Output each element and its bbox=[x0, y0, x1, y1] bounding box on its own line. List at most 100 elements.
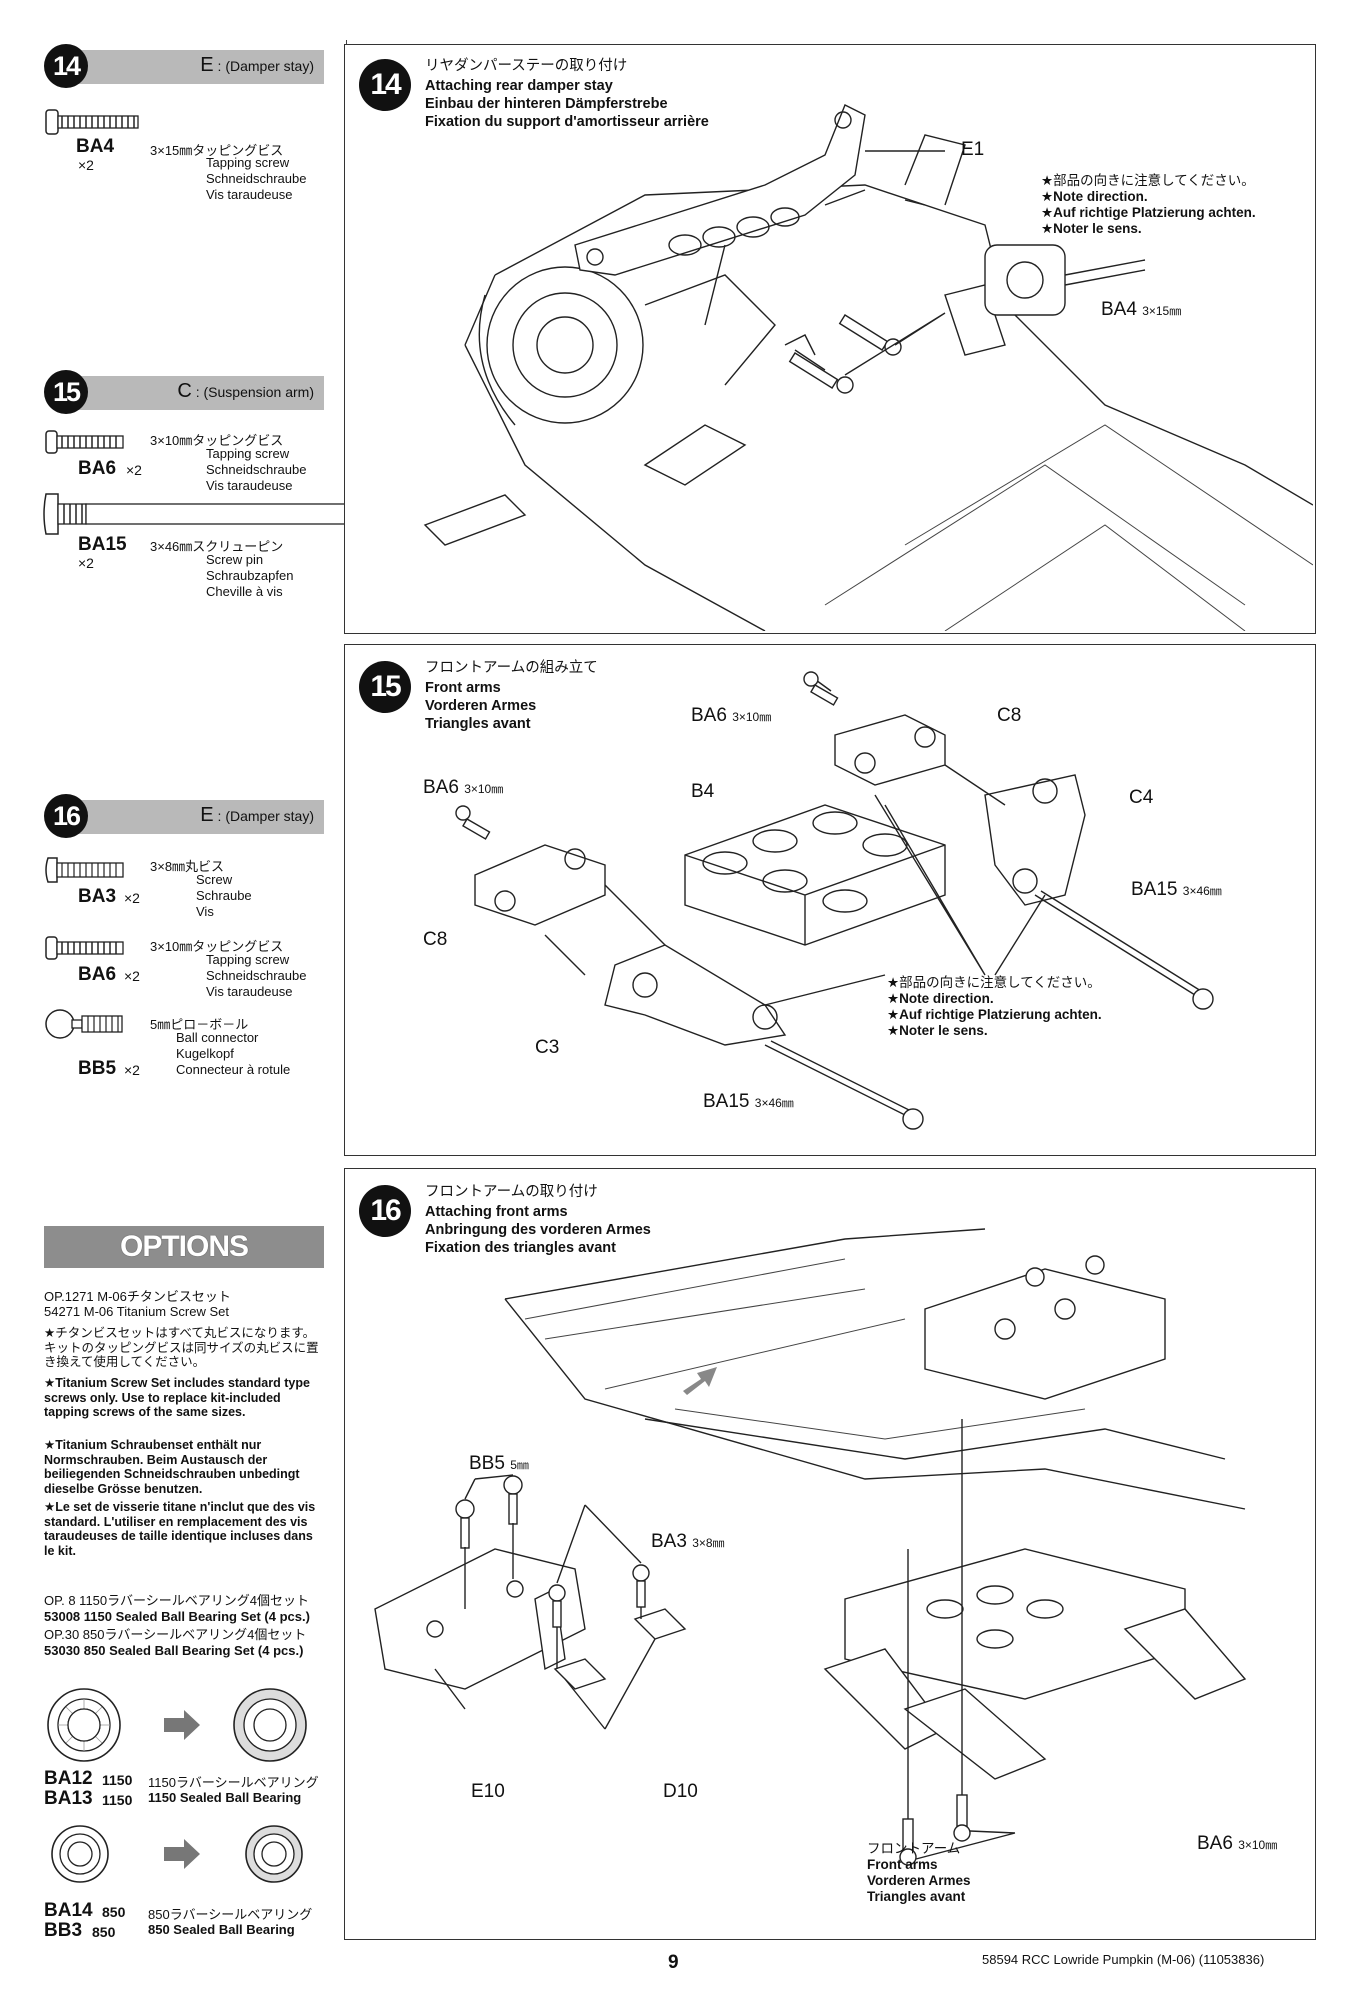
part-name-de: Schneidschraube bbox=[206, 968, 307, 983]
tapping-screw-icon bbox=[45, 109, 139, 135]
front-arms-label-en: Front arms bbox=[867, 1857, 938, 1872]
direction-note-fr: ★Noter le sens. bbox=[1041, 221, 1142, 236]
part-code: BB5 bbox=[78, 1058, 117, 1079]
step-15-panel: 15 フロントアームの組み立て Front arms Vorderen Arme… bbox=[344, 644, 1316, 1156]
part-qty: ×2 bbox=[124, 1062, 140, 1078]
label-code: BA6 bbox=[423, 777, 459, 798]
option-item-title: OP.1271 M-06チタンビスセット bbox=[44, 1289, 231, 1304]
part-name-de: Schraube bbox=[196, 888, 252, 903]
label-d10: D10 bbox=[663, 1781, 698, 1802]
part-name-jp: 3×46㎜スクリューピン bbox=[150, 539, 284, 554]
direction-note-de: ★Auf richtige Platzierung achten. bbox=[887, 1007, 1102, 1022]
step-14-panel: 14 リヤダンパーステーの取り付け Attaching rear damper … bbox=[344, 44, 1316, 634]
direction-note-jp: ★部品の向きに注意してください。 bbox=[1041, 173, 1255, 188]
bearing-size: 1150 bbox=[102, 1792, 133, 1808]
option-item-subtitle: 53008 1150 Sealed Ball Bearing Set (4 pc… bbox=[44, 1609, 310, 1624]
step-badge: 16 bbox=[359, 1185, 411, 1237]
label-size: 3×46㎜ bbox=[1182, 884, 1222, 898]
label-bb5: BB5 5㎜ bbox=[469, 1453, 529, 1475]
label-c8-top: C8 bbox=[997, 705, 1022, 726]
part-name-jp: 3×8㎜丸ビス bbox=[150, 859, 225, 874]
callout-ba4-size: 3×15㎜ bbox=[1142, 304, 1182, 318]
front-arms-label-de: Vorderen Armes bbox=[867, 1873, 971, 1888]
bag-label: C : (Suspension arm) bbox=[177, 380, 314, 402]
step-title-de: Einbau der hinteren Dämpferstrebe bbox=[425, 96, 668, 112]
part-code: BA15 bbox=[78, 534, 127, 555]
bearing-name-en: 1150 Sealed Ball Bearing bbox=[148, 1790, 302, 1805]
step-title-jp: フロントアームの取り付け bbox=[425, 1184, 598, 1200]
part-name-fr: Vis taraudeuse bbox=[206, 478, 293, 493]
part-name-en: Tapping screw bbox=[206, 446, 290, 461]
part-name-jp: 3×10㎜タッピングビス bbox=[150, 939, 284, 954]
front-arms-label-fr: Triangles avant bbox=[867, 1889, 966, 1904]
label-ba6-left: BA6 3×10㎜ bbox=[423, 777, 503, 799]
label-b4: B4 bbox=[691, 781, 715, 802]
part-qty: ×2 bbox=[78, 555, 94, 571]
ball-connector-icon bbox=[45, 1009, 123, 1039]
bag-name: (Damper stay) bbox=[225, 808, 314, 824]
step-badge: 14 bbox=[44, 44, 88, 88]
bearing-850-upgrade-diagram bbox=[51, 1825, 303, 1883]
part-name-en: Ball connector bbox=[176, 1030, 259, 1045]
part-name-jp: 3×10㎜タッピングビス bbox=[150, 433, 284, 448]
part-name-jp: 3×15㎜タッピングビス bbox=[150, 143, 284, 158]
bearing-size: 850 bbox=[102, 1904, 126, 1920]
part-qty: ×2 bbox=[78, 157, 94, 173]
step-title-de: Vorderen Armes bbox=[425, 698, 537, 714]
bag-letter: E bbox=[200, 804, 214, 826]
part-name-jp: 5㎜ピロ－ボ－ル bbox=[150, 1017, 249, 1032]
label-ba15-right: BA15 3×46㎜ bbox=[1131, 879, 1222, 901]
part-qty: ×2 bbox=[124, 890, 140, 906]
callout-ba4-code: BA4 bbox=[1101, 299, 1137, 320]
option-item-title: OP.30 850ラバーシールベアリング4個セット bbox=[44, 1627, 307, 1642]
bag-name: (Damper stay) bbox=[225, 58, 314, 74]
step-title-jp: フロントアームの組み立て bbox=[425, 660, 598, 676]
bag-label: E : (Damper stay) bbox=[200, 804, 314, 826]
part-name-en: Tapping screw bbox=[206, 952, 290, 967]
model-footer: 58594 RCC Lowride Pumpkin (M-06) (110538… bbox=[982, 1952, 1265, 1967]
part-qty: ×2 bbox=[124, 968, 140, 984]
part-name-de: Schneidschraube bbox=[206, 171, 307, 186]
part-code: BA12 bbox=[44, 1768, 93, 1789]
bearing-name-en: 850 Sealed Ball Bearing bbox=[148, 1922, 295, 1937]
part-code: BA4 bbox=[76, 136, 115, 157]
step-title-jp: リヤダンパーステーの取り付け bbox=[425, 58, 628, 74]
bearing-size: 850 bbox=[92, 1924, 116, 1940]
part-name-de: Kugelkopf bbox=[176, 1046, 234, 1061]
label-c8-left: C8 bbox=[423, 929, 448, 950]
label-code: BA15 bbox=[1131, 879, 1178, 900]
bag-bar bbox=[66, 50, 324, 84]
part-name-fr: Vis taraudeuse bbox=[206, 187, 293, 202]
label-size: 3×8㎜ bbox=[692, 1536, 725, 1550]
step-16-parts-header: 16 E : (Damper stay) bbox=[44, 794, 324, 838]
part-name-en: Tapping screw bbox=[206, 155, 290, 170]
direction-note-fr: ★Noter le sens. bbox=[887, 1023, 988, 1038]
step-badge: 16 bbox=[44, 794, 88, 838]
part-name-de: Schneidschraube bbox=[206, 462, 307, 477]
bag-bar bbox=[66, 376, 324, 410]
label-size: 3×46㎜ bbox=[754, 1096, 794, 1110]
step-badge: 15 bbox=[44, 370, 88, 414]
part-name-en: Screw bbox=[196, 872, 233, 887]
bearing-name-jp: 850ラバーシールベアリング bbox=[148, 1907, 313, 1922]
screw-pin-icon bbox=[43, 493, 365, 535]
front-arms-attach-illustration bbox=[374, 1228, 1247, 1866]
part-code: BA6 bbox=[78, 964, 117, 985]
label-code: BA3 bbox=[651, 1531, 687, 1552]
round-screw-icon bbox=[45, 857, 124, 883]
option-note-en: ★Titanium Screw Set includes standard ty… bbox=[44, 1376, 310, 1419]
bearing-size: 1150 bbox=[102, 1772, 133, 1788]
label-code: BA6 bbox=[1197, 1833, 1233, 1854]
option-item-subtitle: 53030 850 Sealed Ball Bearing Set (4 pcs… bbox=[44, 1643, 304, 1658]
label-code: BA15 bbox=[703, 1091, 750, 1112]
bag-label: E : (Damper stay) bbox=[200, 54, 314, 76]
part-name-fr: Vis bbox=[196, 904, 214, 919]
part-name-fr: Cheville à vis bbox=[206, 584, 283, 599]
step-title-fr: Triangles avant bbox=[425, 716, 531, 732]
callout-e1: E1 bbox=[961, 139, 985, 160]
step-15-parts-header: 15 C : (Suspension arm) bbox=[44, 370, 324, 414]
part-name-en: Screw pin bbox=[206, 552, 264, 567]
label-ba6-top: BA6 3×10㎜ bbox=[691, 705, 771, 727]
part-qty: ×2 bbox=[126, 462, 142, 478]
label-size: 3×10㎜ bbox=[464, 782, 504, 796]
